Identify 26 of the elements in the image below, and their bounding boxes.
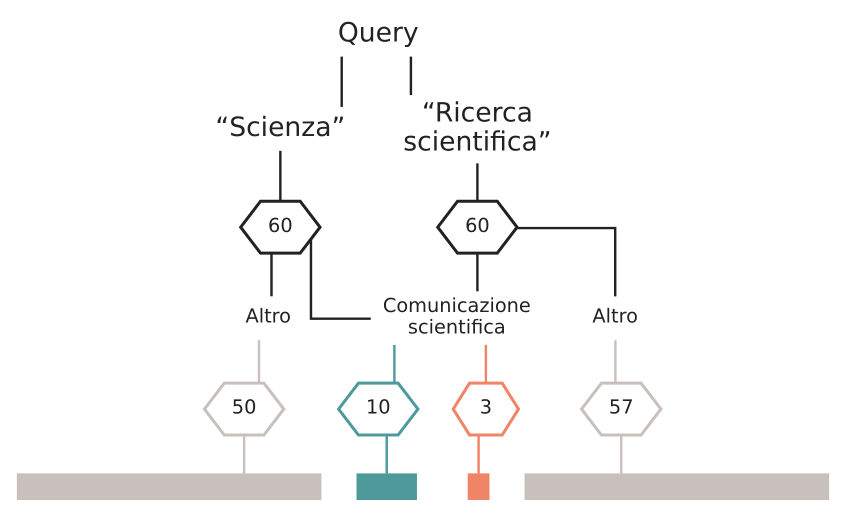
node-bar bbox=[468, 473, 490, 500]
connector bbox=[516, 226, 616, 296]
connector bbox=[410, 56, 412, 96]
connector bbox=[258, 340, 260, 384]
connector bbox=[614, 340, 617, 384]
connector bbox=[386, 434, 388, 474]
node-bar bbox=[16, 473, 322, 500]
node-text: “Ricerca scientifica” bbox=[403, 97, 552, 158]
node-bar bbox=[524, 473, 830, 500]
node-bar bbox=[356, 473, 417, 500]
connector bbox=[476, 253, 479, 292]
connector bbox=[477, 434, 480, 474]
connector bbox=[310, 239, 371, 320]
connector bbox=[279, 150, 282, 202]
connector bbox=[476, 163, 479, 202]
connector bbox=[242, 434, 246, 474]
connector bbox=[393, 344, 396, 384]
connector bbox=[620, 434, 622, 474]
connector bbox=[484, 344, 488, 384]
node-text: “Scienza” bbox=[215, 112, 346, 143]
connector bbox=[340, 56, 343, 107]
node-text: Altro bbox=[592, 304, 638, 328]
connector bbox=[270, 253, 273, 296]
node-text: Comunicazione scientifica bbox=[382, 294, 531, 339]
node-text: Query bbox=[338, 18, 419, 48]
node-text: Altro bbox=[246, 304, 292, 328]
